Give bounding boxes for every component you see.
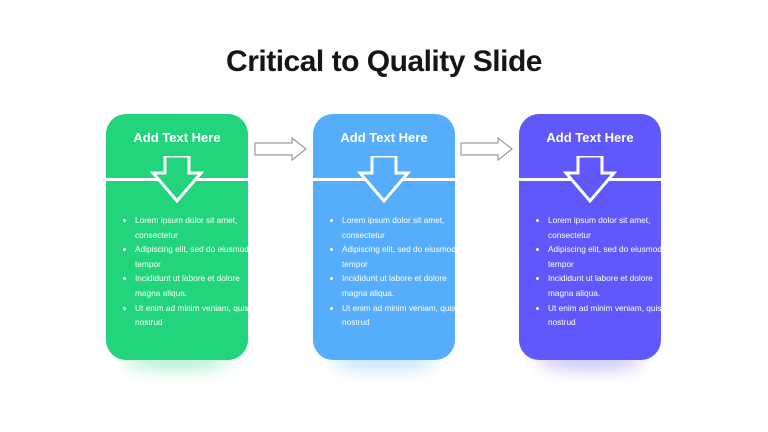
card-bullet-list: Lorem ipsum dolor sit amet, consectetur …: [537, 213, 664, 330]
down-arrow-icon: [357, 156, 411, 204]
list-item: Lorem ipsum dolor sit amet, consectetur: [342, 213, 458, 242]
card-step-1: Add Text Here Lorem ipsum dolor sit amet…: [106, 114, 251, 370]
card-header: Add Text Here: [546, 130, 634, 145]
card-shadow: [537, 350, 643, 370]
card-shadow: [124, 350, 230, 370]
card-shadow: [331, 350, 437, 370]
right-arrow-icon: [254, 137, 307, 161]
card-step-2: Add Text Here Lorem ipsum dolor sit amet…: [313, 114, 458, 370]
down-arrow-icon: [563, 156, 617, 204]
list-item: Adipiscing elit, sed do eiusmod tempor: [342, 242, 458, 271]
list-item: Adipiscing elit, sed do eiusmod tempor: [548, 242, 664, 271]
list-item: Incididunt ut labore et dolore magna ali…: [548, 271, 664, 300]
list-item: Ut enim ad minim veniam, quis nostrud: [342, 301, 458, 330]
list-item: Adipiscing elit, sed do eiusmod tempor: [135, 242, 251, 271]
card-bullet-list: Lorem ipsum dolor sit amet, consectetur …: [331, 213, 458, 330]
slide-title: Critical to Quality Slide: [226, 45, 542, 78]
list-item: Lorem ipsum dolor sit amet, consectetur: [135, 213, 251, 242]
card-header: Add Text Here: [340, 130, 428, 145]
list-item: Incididunt ut labore et dolore magna ali…: [135, 271, 251, 300]
list-item: Ut enim ad minim veniam, quis nostrud: [135, 301, 251, 330]
list-item: Incididunt ut labore et dolore magna ali…: [342, 271, 458, 300]
right-arrow-icon: [460, 137, 513, 161]
card-bullet-list: Lorem ipsum dolor sit amet, consectetur …: [124, 213, 251, 330]
down-arrow-icon: [150, 156, 204, 204]
card-step-3: Add Text Here Lorem ipsum dolor sit amet…: [519, 114, 664, 370]
list-item: Ut enim ad minim veniam, quis nostrud: [548, 301, 664, 330]
card-header: Add Text Here: [133, 130, 221, 145]
list-item: Lorem ipsum dolor sit amet, consectetur: [548, 213, 664, 242]
